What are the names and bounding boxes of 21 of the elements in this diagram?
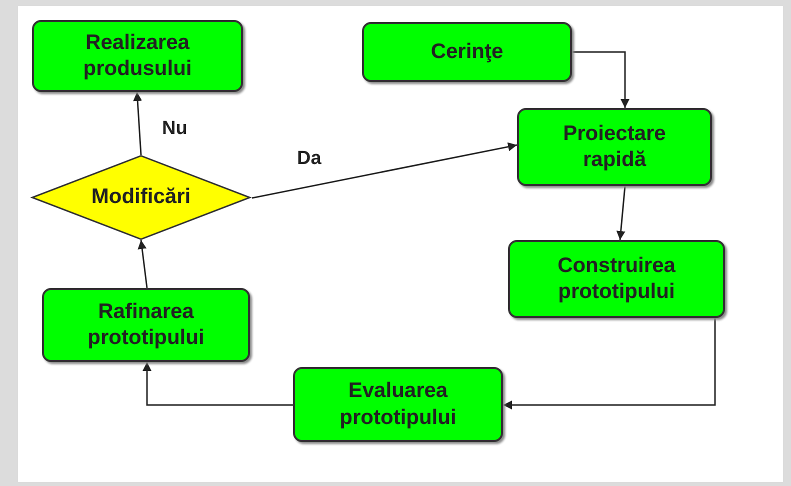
arrow — [133, 92, 142, 156]
process-box — [293, 367, 503, 442]
arrow — [252, 142, 518, 199]
decision-diamond — [30, 155, 252, 240]
node-text: Rafinarea prototipului — [86, 298, 206, 351]
arrow — [616, 186, 626, 240]
arrow — [142, 362, 293, 406]
process-box — [517, 108, 712, 186]
arrow — [503, 318, 716, 410]
node-text: Evaluarea prototipului — [338, 378, 458, 430]
process-box — [42, 288, 250, 362]
process-box — [508, 240, 725, 318]
arrow — [138, 240, 148, 288]
arrow — [572, 51, 630, 108]
node-text: Proiectare rapidă — [562, 120, 667, 173]
process-box — [32, 20, 243, 92]
node-text: Cerinţe — [430, 38, 504, 65]
node-text: Modificări — [91, 184, 191, 210]
node-text: Realizarea produsului — [82, 30, 193, 82]
node-text: Construirea prototipului — [556, 252, 676, 305]
process-box — [362, 22, 572, 82]
